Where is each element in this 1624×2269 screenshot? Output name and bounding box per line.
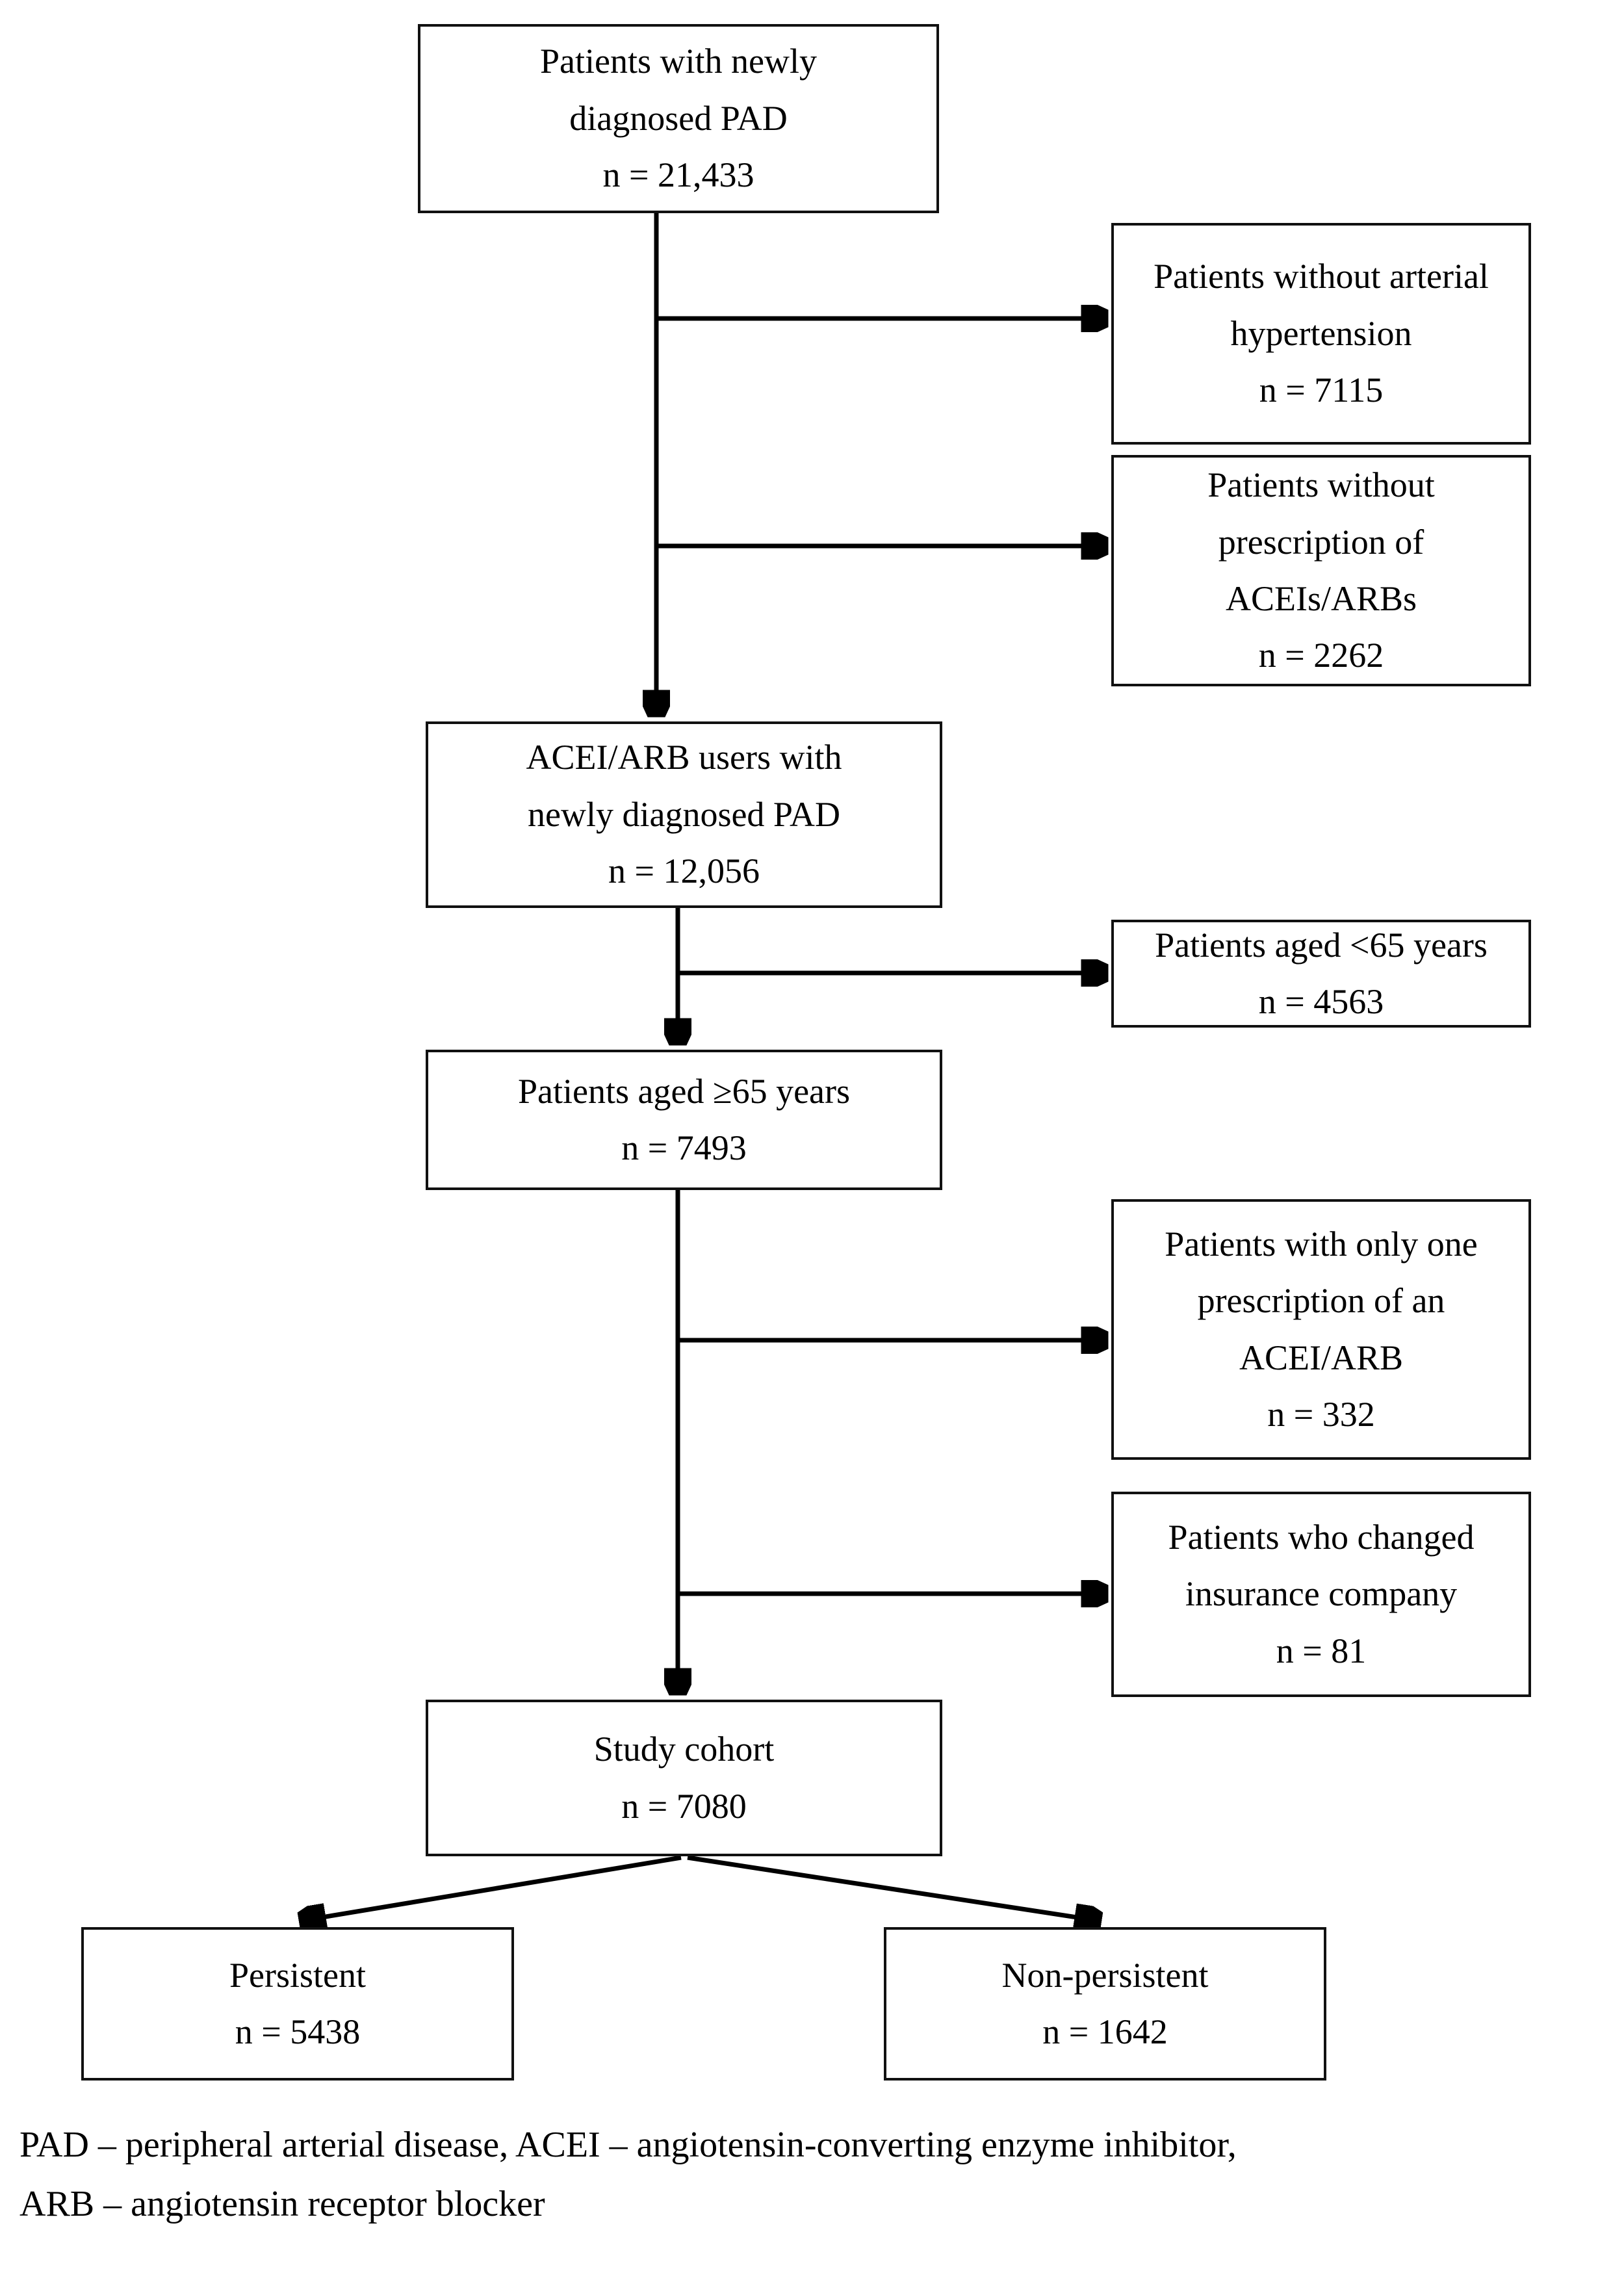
node-onerx-count: n = 332 xyxy=(1267,1394,1375,1434)
node-aged65-count: n = 7493 xyxy=(621,1128,747,1167)
footnote-line-1: PAD – peripheral arterial disease, ACEI … xyxy=(19,2125,1237,2165)
node-aged65-line1: Patients aged ≥65 years xyxy=(518,1071,850,1111)
node-insurance-line2: insurance company xyxy=(1185,1574,1458,1614)
connector-cohort-to-non-persistent xyxy=(687,1855,1098,1921)
node-patients-aged-under-65-years: Patients aged <65 years n = 4563 xyxy=(1111,920,1531,1028)
node-users-count: n = 12,056 xyxy=(608,851,760,891)
node-nonpersist-line1: Non-persistent xyxy=(1001,1955,1209,1995)
node-insurance-count: n = 81 xyxy=(1276,1631,1367,1670)
node-study-cohort: Study cohort n = 7080 xyxy=(426,1700,942,1856)
figure-footnote: PAD – peripheral arterial disease, ACEI … xyxy=(19,2116,1599,2233)
node-nohtn-line1: Patients without arterial xyxy=(1154,257,1489,296)
node-pad-line2: diagnosed PAD xyxy=(569,98,788,138)
node-norx-count: n = 2262 xyxy=(1258,636,1384,675)
node-patients-without-prescription-of-aceis-arbs: Patients without prescription of ACEIs/A… xyxy=(1111,455,1531,686)
node-acei-arb-users-with-newly-diagnosed-pad: ACEI/ARB users with newly diagnosed PAD … xyxy=(426,721,942,908)
node-cohort-count: n = 7080 xyxy=(621,1786,747,1826)
node-nohtn-count: n = 7115 xyxy=(1259,370,1384,410)
node-patients-who-changed-insurance-company: Patients who changed insurance company n… xyxy=(1111,1492,1531,1697)
node-persistent: Persistent n = 5438 xyxy=(81,1927,514,2081)
node-pad-line1: Patients with newly xyxy=(540,42,817,81)
node-norx-line1: Patients without xyxy=(1207,465,1435,505)
node-patients-with-newly-diagnosed-pad: Patients with newly diagnosed PAD n = 21… xyxy=(418,24,939,213)
node-norx-line3: ACEIs/ARBs xyxy=(1225,579,1417,618)
node-patients-aged-65-or-older: Patients aged ≥65 years n = 7493 xyxy=(426,1050,942,1190)
node-patients-without-arterial-hypertension: Patients without arterial hypertension n… xyxy=(1111,223,1531,445)
node-onerx-line2: prescription of an xyxy=(1197,1281,1445,1321)
node-users-line1: ACEI/ARB users with xyxy=(526,738,842,777)
node-norx-line2: prescription of xyxy=(1218,522,1424,562)
node-nonpersist-count: n = 1642 xyxy=(1042,2012,1168,2051)
node-persistent-count: n = 5438 xyxy=(235,2012,361,2051)
node-users-line2: newly diagnosed PAD xyxy=(528,794,840,834)
node-insurance-line1: Patients who changed xyxy=(1168,1517,1475,1557)
node-pad-count: n = 21,433 xyxy=(602,155,754,195)
node-nohtn-line2: hypertension xyxy=(1230,313,1412,353)
node-onerx-line3: ACEI/ARB xyxy=(1239,1338,1404,1377)
footnote-line-2: ARB – angiotensin receptor blocker xyxy=(19,2183,545,2224)
node-patients-with-only-one-prescription: Patients with only one prescription of a… xyxy=(1111,1199,1531,1460)
node-non-persistent: Non-persistent n = 1642 xyxy=(884,1927,1326,2081)
node-onerx-line1: Patients with only one xyxy=(1165,1224,1478,1264)
node-cohort-line1: Study cohort xyxy=(593,1730,775,1769)
node-persistent-line1: Persistent xyxy=(229,1955,366,1995)
node-under65-line1: Patients aged <65 years xyxy=(1155,925,1488,965)
node-under65-count: n = 4563 xyxy=(1258,982,1384,1021)
connector-cohort-to-persistent xyxy=(302,1855,682,1921)
